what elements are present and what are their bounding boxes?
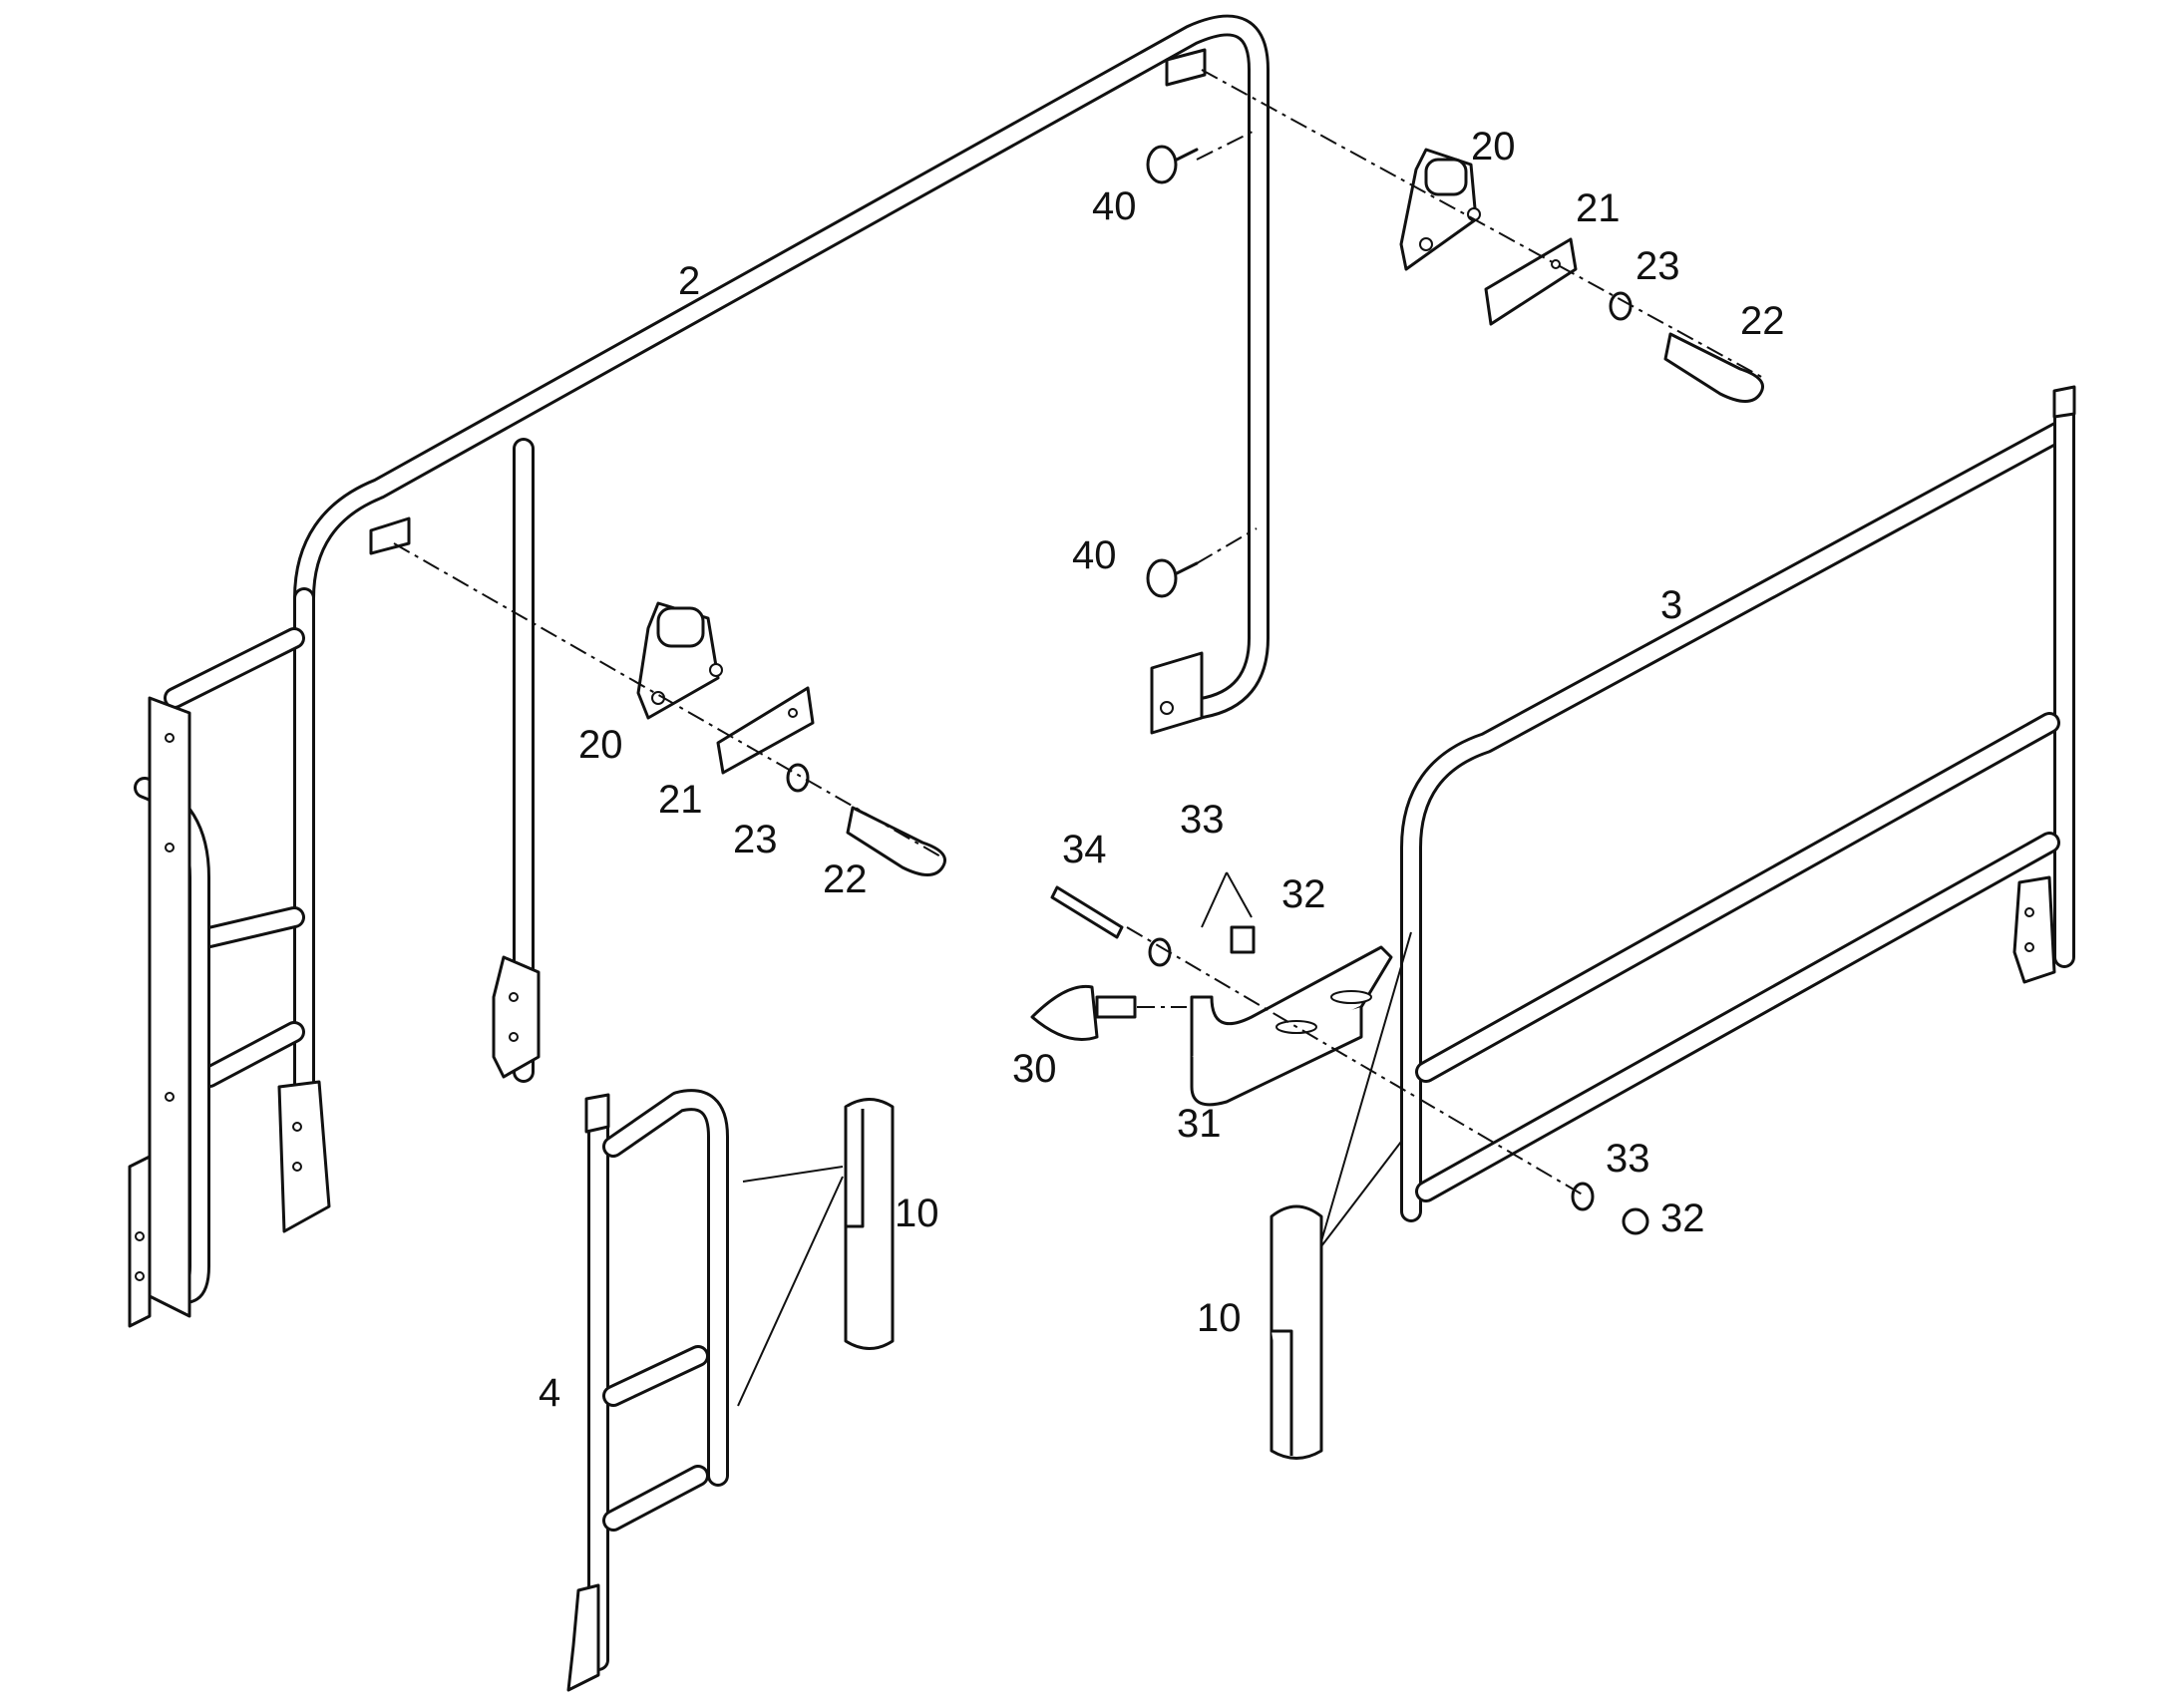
label-part-20-lower: 20 xyxy=(578,723,623,767)
gate-part-3 xyxy=(1400,385,2076,1222)
label-part-22-upper: 22 xyxy=(1740,299,1785,343)
label-part-32-upper: 32 xyxy=(1281,872,1326,916)
post-part-10-right xyxy=(1270,1204,1323,1460)
label-part-34: 34 xyxy=(1062,828,1107,871)
hinge-assembly-upper xyxy=(1399,148,1764,403)
label-part-30: 30 xyxy=(1012,1047,1057,1091)
centerlines xyxy=(393,69,1766,1197)
label-part-31: 31 xyxy=(1177,1102,1222,1146)
label-part-21-upper: 21 xyxy=(1576,186,1621,230)
label-part-4: 4 xyxy=(539,1371,560,1415)
label-part-33-upper: 33 xyxy=(1180,798,1225,842)
label-part-10-right: 10 xyxy=(1197,1296,1242,1340)
label-part-10-left: 10 xyxy=(895,1192,939,1235)
label-part-33-lower: 33 xyxy=(1606,1137,1650,1181)
leader-lines xyxy=(737,871,1412,1407)
pivot-assembly xyxy=(1030,885,1649,1235)
label-part-32-lower: 32 xyxy=(1660,1196,1705,1240)
label-part-2: 2 xyxy=(678,259,700,303)
hinge-assembly-lower xyxy=(636,601,946,876)
frame-part-2 xyxy=(128,14,1270,1328)
label-part-40-upper: 40 xyxy=(1092,184,1137,228)
ladder-part-4 xyxy=(566,1089,729,1692)
knobs-part-40 xyxy=(1146,145,1199,598)
label-part-22-lower: 22 xyxy=(823,857,868,901)
label-part-23-lower: 23 xyxy=(733,818,778,861)
part-number-labels: 2 3 4 10 10 20 20 21 21 22 22 23 23 30 3… xyxy=(539,125,1785,1415)
post-part-10-left xyxy=(844,1098,895,1350)
label-part-40-lower: 40 xyxy=(1072,533,1117,577)
label-part-20-upper: 20 xyxy=(1471,125,1516,169)
label-part-3: 3 xyxy=(1660,583,1682,627)
label-part-23-upper: 23 xyxy=(1635,244,1680,288)
label-part-21-lower: 21 xyxy=(658,778,703,822)
